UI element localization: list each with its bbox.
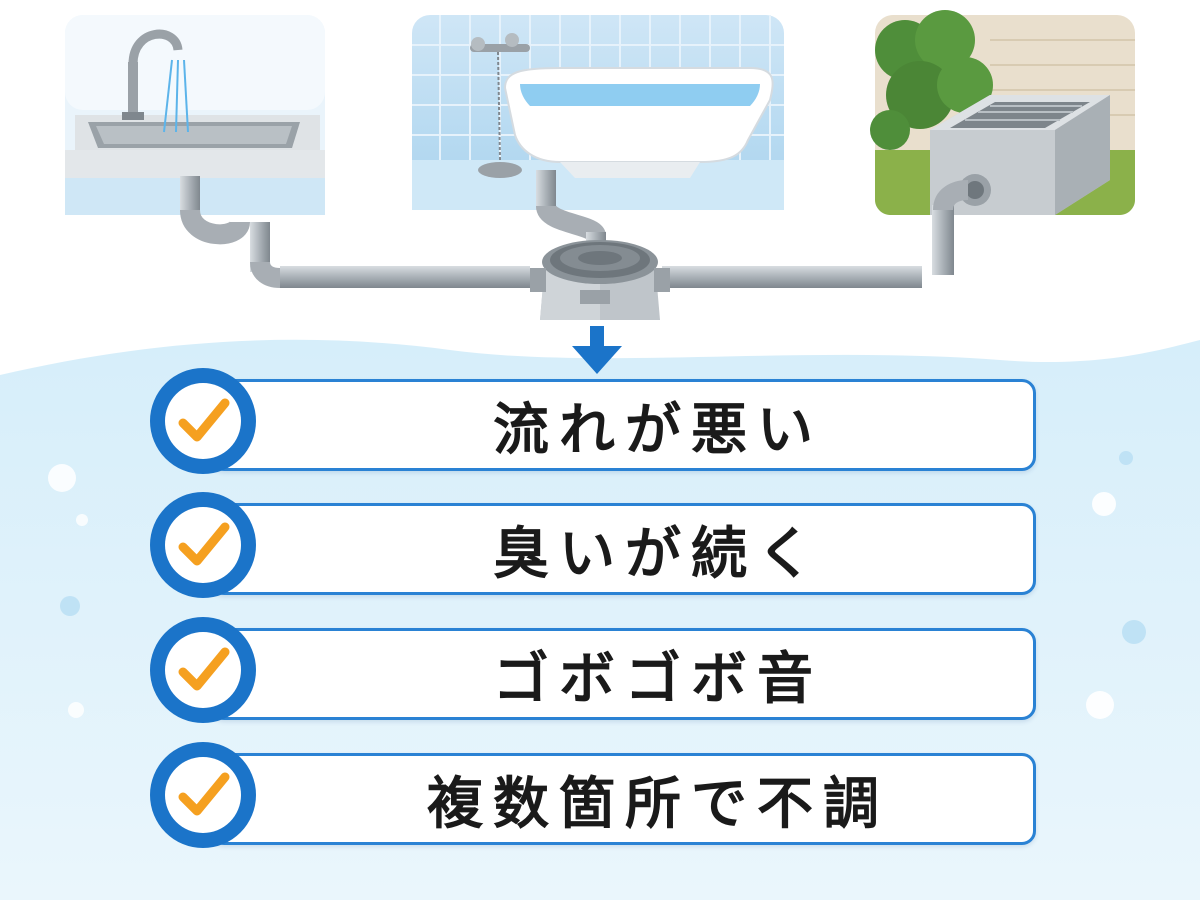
checklist-item: ゴボゴボ音 — [150, 617, 1040, 725]
pipe-network — [180, 170, 969, 288]
checklist-item-label: ゴボゴボ音 — [493, 646, 823, 712]
checklist-item: 複数箇所で不調 — [150, 742, 1040, 850]
checkmark-badge — [150, 368, 256, 474]
checklist-item: 臭いが続く — [150, 492, 1040, 600]
bathtub-icon — [412, 15, 784, 210]
checklist-item-box: ゴボゴボ音 — [210, 628, 1036, 720]
checkmark-icon — [178, 398, 230, 442]
down-arrow-icon — [572, 326, 622, 374]
drain-basin-icon — [530, 240, 670, 320]
checkmark-icon — [178, 522, 230, 566]
checklist-item: 流れが悪い — [150, 368, 1040, 476]
outdoor-drain-icon — [870, 10, 1135, 215]
checklist-item-label: 臭いが続く — [493, 521, 823, 587]
checkmark-badge — [150, 617, 256, 723]
checklist-item-label: 複数箇所で不調 — [427, 771, 889, 837]
checkmark-badge — [150, 492, 256, 598]
checklist-item-label: 流れが悪い — [493, 397, 823, 463]
checkmark-badge — [150, 742, 256, 848]
checklist-item-box: 流れが悪い — [210, 379, 1036, 471]
checkmark-icon — [178, 772, 230, 816]
checklist-item-box: 臭いが続く — [210, 503, 1036, 595]
checklist-item-box: 複数箇所で不調 — [210, 753, 1036, 845]
checkmark-icon — [178, 647, 230, 691]
